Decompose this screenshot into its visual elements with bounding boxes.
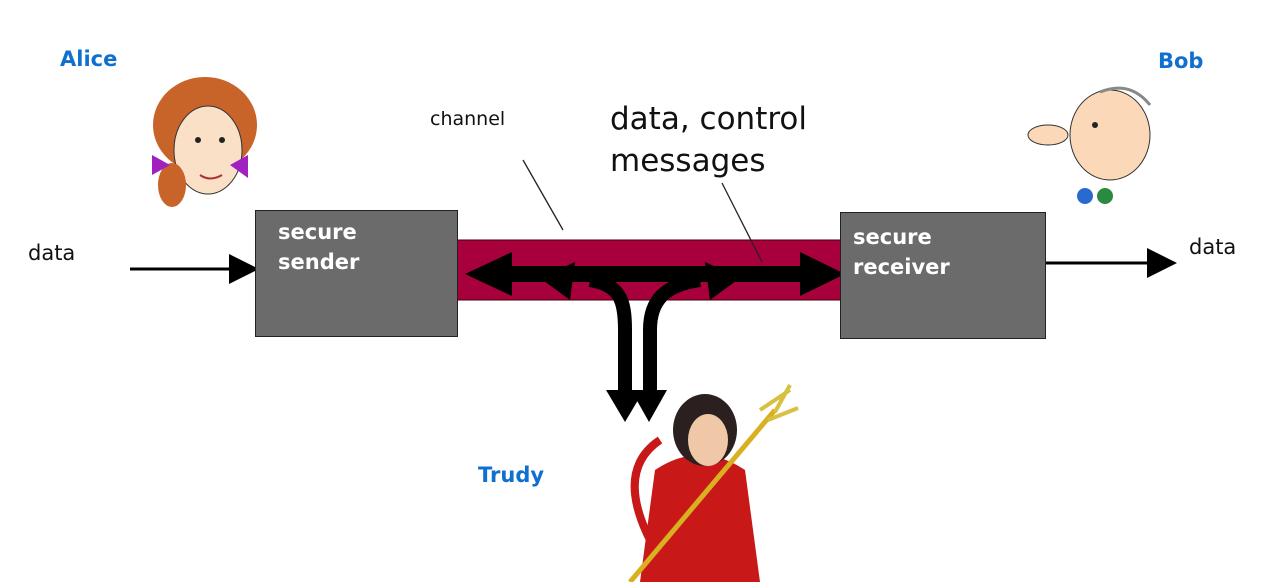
bob-label: Bob	[1158, 49, 1204, 73]
data-control-line1: data, control	[610, 101, 807, 137]
alice-cartoon	[152, 77, 257, 207]
bob-cartoon	[1027, 86, 1152, 204]
data-out-label: data	[1189, 235, 1237, 259]
arrowhead-down-2	[631, 390, 667, 422]
trudy-cartoon	[628, 384, 799, 582]
data-in-label: data	[28, 241, 76, 265]
arrowhead-down-1	[606, 390, 644, 422]
data-control-label: data, control messages	[610, 98, 807, 182]
bidirectional-arrow	[465, 252, 845, 300]
channel-pointer	[522, 159, 564, 231]
eavesdrop-arrows	[588, 273, 702, 395]
trudy-label: Trudy	[478, 463, 545, 487]
data-control-line2: messages	[610, 143, 766, 179]
secure-sender-box: secure sender	[255, 210, 458, 337]
alice-label: Alice	[60, 47, 118, 71]
secure-receiver-box: secure receiver	[840, 212, 1046, 339]
channel-label: channel	[430, 108, 506, 130]
sender-line1: secure	[278, 220, 357, 244]
receiver-line1: secure	[853, 225, 932, 249]
sender-line2: sender	[278, 250, 360, 274]
receiver-line2: receiver	[853, 255, 950, 279]
messages-pointer	[721, 182, 763, 263]
